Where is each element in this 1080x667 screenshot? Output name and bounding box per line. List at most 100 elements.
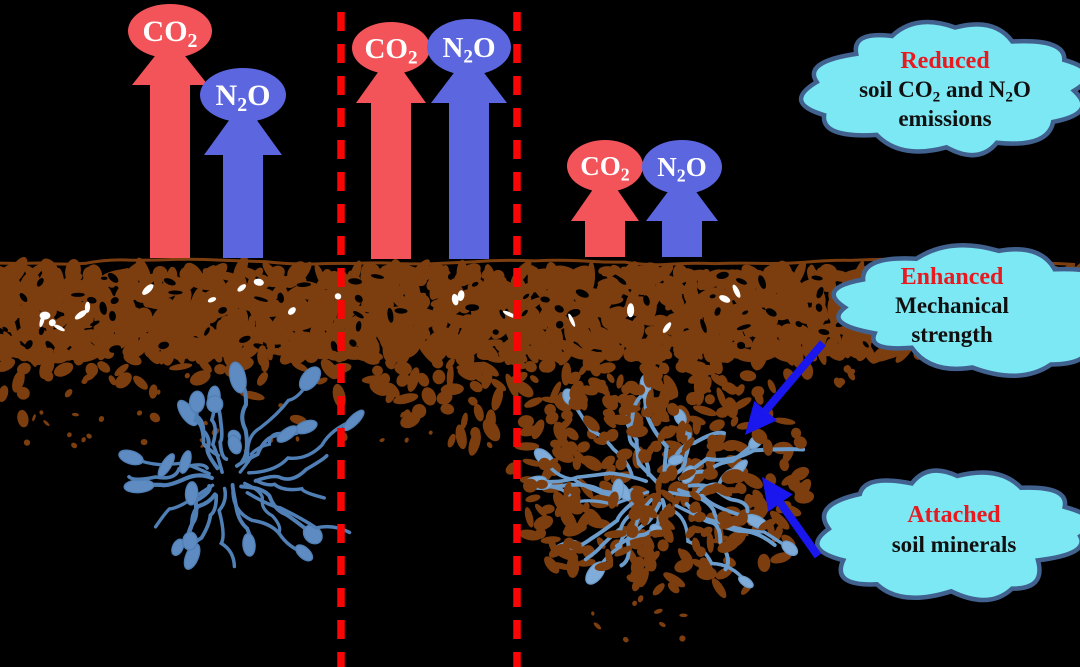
soil-particle xyxy=(226,299,247,333)
callout-title: Attached xyxy=(907,502,1001,528)
soil-particle xyxy=(691,558,705,568)
soil-particle xyxy=(637,595,644,603)
soil-crack xyxy=(100,276,108,281)
soil-particle xyxy=(650,369,663,383)
soil-particle xyxy=(257,371,268,386)
soil-particle xyxy=(553,421,568,443)
soil-particle xyxy=(566,555,580,578)
soil-particle xyxy=(529,375,539,384)
soil-particle xyxy=(53,362,74,377)
root-strand xyxy=(254,478,326,500)
soil-crack xyxy=(239,335,251,343)
soil-particle xyxy=(583,339,621,351)
soil-particle xyxy=(281,284,307,307)
soil-crack xyxy=(355,320,362,332)
soil-particle xyxy=(479,319,498,346)
soil-particle xyxy=(711,578,727,599)
soil-speck-white xyxy=(237,284,247,292)
soil-particle xyxy=(85,264,103,288)
soil-particle xyxy=(372,365,383,376)
soil-particle xyxy=(85,362,99,377)
annotation-arrows xyxy=(745,340,827,559)
soil-particle xyxy=(136,410,143,416)
soil-particle xyxy=(606,373,615,383)
soil-particle xyxy=(436,390,453,405)
soil-particle xyxy=(593,379,606,391)
soil-particle xyxy=(602,408,615,419)
soil-particle xyxy=(441,299,458,320)
root-blob xyxy=(179,450,192,474)
soil-particle xyxy=(108,375,117,386)
soil-particle xyxy=(706,532,714,553)
soil-crack xyxy=(862,341,869,348)
soil-particle xyxy=(638,449,652,464)
soil-crack xyxy=(87,296,97,304)
soil-particle xyxy=(846,364,853,375)
soil-particle xyxy=(751,428,768,445)
soil-particle xyxy=(770,552,792,564)
soil-particle xyxy=(0,385,9,403)
co2-bubble xyxy=(128,4,212,58)
soil-particle xyxy=(525,494,541,503)
soil-particle xyxy=(629,300,650,317)
soil-crack xyxy=(758,275,767,289)
soil-speck-white xyxy=(74,310,87,320)
soil-particle xyxy=(390,306,420,329)
soil-particle xyxy=(662,274,687,294)
soil-particle xyxy=(528,268,565,281)
soil-particle xyxy=(203,420,208,426)
soil-speck-white xyxy=(84,301,91,313)
soil-crack xyxy=(99,301,107,315)
soil-particle xyxy=(279,348,297,365)
soil-particle xyxy=(832,350,843,360)
soil-particle xyxy=(777,323,796,343)
soil-particle xyxy=(862,341,877,364)
soil-particle xyxy=(667,288,685,316)
soil-particle xyxy=(721,469,744,484)
root-blob xyxy=(667,454,684,466)
soil-particle xyxy=(717,538,740,554)
soil-particle xyxy=(549,381,562,403)
soil-particle xyxy=(655,476,662,494)
soil-particle xyxy=(198,359,212,373)
soil-crack xyxy=(540,296,550,303)
soil-crack xyxy=(716,271,729,280)
soil-speck-white xyxy=(334,293,342,300)
soil-crack xyxy=(38,326,45,336)
soil-particle xyxy=(482,418,501,442)
root-strand xyxy=(129,455,211,476)
soil-particle xyxy=(685,525,697,539)
soil-particle xyxy=(773,417,796,425)
soil-particle xyxy=(757,501,770,520)
soil-speck-white xyxy=(719,295,731,303)
soil-particle xyxy=(560,505,572,519)
soil-particle xyxy=(582,455,603,471)
root-strand xyxy=(253,454,329,483)
soil-particle xyxy=(610,414,632,426)
soil-particle xyxy=(468,396,478,406)
soil-particle xyxy=(82,372,96,382)
soil-particle xyxy=(769,510,790,530)
soil-particle xyxy=(363,331,380,355)
soil-particle xyxy=(417,372,430,387)
callout-title: Enhanced xyxy=(901,264,1004,290)
soil-particle xyxy=(836,377,846,387)
soil-particle xyxy=(630,569,642,582)
soil-particle xyxy=(702,467,717,480)
soil-particle xyxy=(566,540,582,550)
soil-particle xyxy=(421,387,437,406)
soil-particle xyxy=(693,511,706,523)
soil-particle xyxy=(614,344,625,361)
co2-bubble xyxy=(567,140,643,192)
soil-particle xyxy=(556,544,571,558)
soil-particle xyxy=(123,352,142,366)
soil-crack xyxy=(387,307,394,323)
soil-particle xyxy=(632,579,641,592)
soil-particle xyxy=(97,361,111,373)
soil-particle xyxy=(715,567,733,580)
soil-particle xyxy=(788,478,802,492)
soil-speck-white xyxy=(54,324,65,332)
soil-particle xyxy=(724,397,738,418)
soil-crack xyxy=(736,278,747,285)
soil-particle xyxy=(558,339,587,360)
